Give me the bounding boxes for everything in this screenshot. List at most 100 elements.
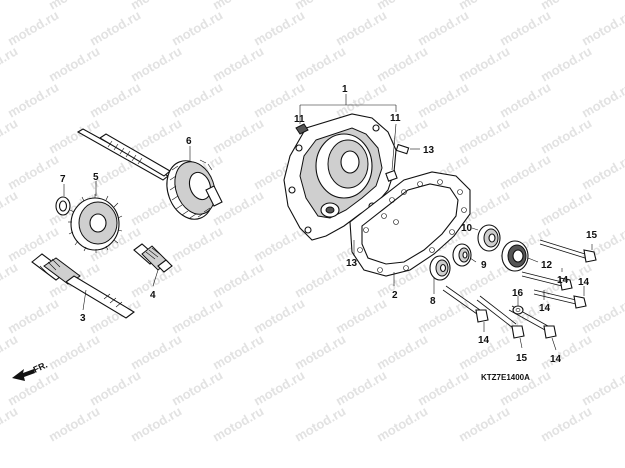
callout-6: 6 (186, 136, 192, 147)
watermark-text: motod.ru (169, 223, 225, 264)
watermark-text: motod.ru (497, 151, 553, 192)
watermark-text: motod.ru (579, 79, 625, 120)
callout-1: 1 (342, 84, 348, 95)
watermark-text: motod.ru (579, 295, 625, 336)
watermark-text: motod.ru (128, 43, 184, 84)
part-9-bearing (452, 243, 472, 267)
watermark-text: motod.ru (251, 295, 307, 336)
watermark-text: motod.ru (538, 403, 594, 444)
part-3-countershaft (31, 253, 135, 319)
leader-lines (63, 94, 593, 351)
watermark-text: motod.ru (0, 0, 20, 13)
watermark-text: motod.ru (46, 331, 102, 372)
callout-12: 12 (541, 260, 553, 271)
watermark-text: motod.ru (128, 331, 184, 372)
callout-15-b: 15 (516, 353, 528, 364)
callout-9: 9 (481, 260, 487, 271)
callout-16: 16 (512, 288, 524, 299)
part-1-transmission-cover (283, 113, 397, 241)
callout-14-d: 14 (478, 335, 490, 346)
watermark-text: motod.ru (0, 403, 20, 444)
callout-7: 7 (60, 174, 66, 185)
watermark-text: motod.ru (210, 43, 266, 84)
watermark-text: motod.ru (0, 43, 20, 84)
watermark-text: motod.ru (87, 367, 143, 408)
part-7-washer (55, 196, 71, 216)
callout-14-a: 14 (557, 275, 569, 286)
watermark-text: motod.ru (0, 115, 20, 156)
callout-4: 4 (150, 290, 156, 301)
watermark-text: motod.ru (415, 79, 471, 120)
callout-11-left: 11 (294, 114, 305, 125)
watermark-text: motod.ru (5, 151, 61, 192)
watermark-text: motod.ru (251, 223, 307, 264)
watermark-text: motod.ru (456, 403, 512, 444)
watermark-text: motod.ru (538, 43, 594, 84)
watermark-text: motod.ru (333, 367, 389, 408)
watermark-text: motod.ru (5, 295, 61, 336)
watermark-text: motod.ru (497, 79, 553, 120)
watermark-text: motod.ru (210, 259, 266, 300)
watermark-text: motod.ru (210, 115, 266, 156)
watermark-text: motod.ru (538, 187, 594, 228)
watermark-text: motod.ru (415, 367, 471, 408)
watermark-text: motod.ru (128, 115, 184, 156)
watermark-text: motod.ru (374, 331, 430, 372)
watermark-text: motod.ru (210, 187, 266, 228)
watermark-text: motod.ru (251, 7, 307, 48)
watermark-text: motod.ru (210, 331, 266, 372)
callout-11-right: 11 (390, 113, 401, 124)
watermark-text: motod.ru (251, 367, 307, 408)
watermark-text: motod.ru (0, 259, 20, 300)
part-8-bearing (429, 255, 451, 281)
watermark-text: motod.ru (415, 7, 471, 48)
watermark-text: motod.ru (374, 43, 430, 84)
watermark-text: motod.ru (5, 223, 61, 264)
watermark-text: motod.ru (292, 331, 348, 372)
watermark-text: motod.ru (0, 187, 20, 228)
callout-3: 3 (80, 313, 86, 324)
part-5-gear (68, 194, 123, 253)
callout-13-lower: 13 (346, 258, 358, 269)
watermark-text: motod.ru (579, 151, 625, 192)
diagram-code: KTZ7E1400A (481, 373, 530, 382)
watermark-text: motod.ru (579, 367, 625, 408)
part-10-bearing (477, 224, 501, 252)
watermark-text: motod.ru (5, 79, 61, 120)
watermark-text: motod.ru (538, 115, 594, 156)
watermark-text: motod.ru (210, 403, 266, 444)
watermark-text: motod.ru (292, 43, 348, 84)
part-4-pinion (133, 243, 173, 273)
watermark-text: motod.ru (456, 43, 512, 84)
callout-14-e: 14 (550, 354, 562, 365)
watermark-text: motod.ru (5, 7, 61, 48)
watermark-text: motod.ru (456, 115, 512, 156)
part-12-oil-seal (501, 240, 529, 272)
watermark-text: motod.ru (333, 7, 389, 48)
watermark-text: motod.ru (497, 7, 553, 48)
callout-15-a: 15 (586, 230, 598, 241)
watermark-text: motod.ru (169, 295, 225, 336)
part-11-dowel-pins (295, 123, 398, 182)
callout-13-upper: 13 (423, 145, 435, 156)
watermark-text: motod.ru (46, 43, 102, 84)
watermark-text: motod.ru (169, 79, 225, 120)
watermark-text: motod.ru (333, 295, 389, 336)
watermark-text: motod.ru (292, 403, 348, 444)
watermark-text: motod.ru (579, 7, 625, 48)
callout-2: 2 (392, 290, 398, 301)
callout-8: 8 (430, 296, 436, 307)
watermark-text: motod.ru (169, 367, 225, 408)
bolts-group (442, 239, 597, 339)
watermark-text: motod.ru (169, 7, 225, 48)
watermark-text: motod.ru (292, 259, 348, 300)
watermark-text: motod.ru (87, 7, 143, 48)
watermark-text: motod.ru (374, 403, 430, 444)
callout-10: 10 (461, 223, 473, 234)
part-2-gasket (349, 171, 471, 277)
callout-14-b: 14 (578, 277, 590, 288)
watermark-text: motod.ru (128, 403, 184, 444)
callouts: 1 2 3 4 5 6 7 8 9 10 11 11 12 13 13 14 1… (60, 84, 598, 365)
watermark-text: motod.ru (87, 79, 143, 120)
